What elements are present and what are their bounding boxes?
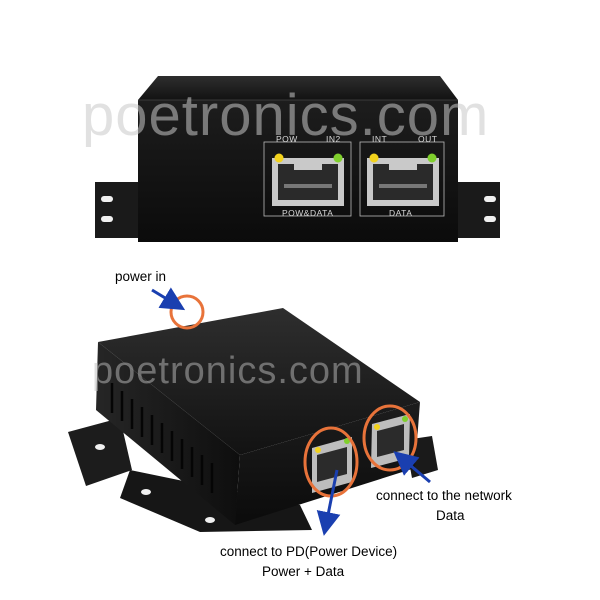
right-flange [458, 182, 500, 238]
port2-label-right: OUT [418, 134, 438, 144]
network-caption-line1: connect to the network [376, 488, 512, 503]
front-view-device [95, 76, 500, 242]
perspective-device [68, 308, 438, 532]
pd-caption-line1: connect to PD(Power Device) [220, 544, 398, 559]
power-in-arrow [151, 287, 186, 311]
led-yellow-2 [369, 153, 379, 163]
watermark-top: poetronics.com [82, 83, 490, 148]
port1-label-bottom: POW&DATA [282, 208, 334, 218]
network-port-highlight [362, 404, 418, 472]
front-port-1 [312, 437, 352, 493]
network-caption-line2: Data [436, 508, 465, 523]
led-green-2 [427, 153, 437, 163]
power-in-highlight [169, 294, 205, 330]
pd-caption-line2: Power + Data [262, 564, 345, 579]
pd-arrow [316, 469, 341, 536]
port1-label-left: POW [276, 134, 298, 144]
port2-label-bottom: DATA [389, 208, 413, 218]
power-in-caption: power in [115, 269, 167, 284]
led-yellow-1 [274, 153, 284, 163]
left-flange [95, 182, 138, 238]
port1-label-right: IN2 [326, 134, 341, 144]
rj45-port-2 [367, 158, 439, 206]
vent-slots [110, 383, 214, 493]
watermark-bottom: poetronics.com [92, 350, 364, 392]
led-green-1 [333, 153, 343, 163]
network-arrow [393, 451, 431, 484]
rj45-port-1 [272, 158, 344, 206]
port2-label-left: INT [372, 134, 388, 144]
